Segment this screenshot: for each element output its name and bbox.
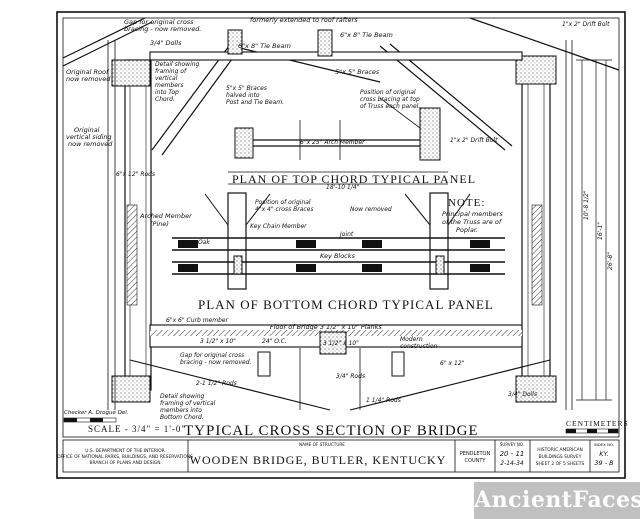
agency-line-3: BRANCH OF PLANS AND DESIGN (90, 460, 161, 466)
label-braces-halved-2: halved into (226, 92, 260, 99)
dimension-side-b: 16'-1" (597, 222, 604, 240)
label-tie-beam-right: 6"x 8" Tie Beam (340, 31, 393, 39)
label-joist-left: 3 1/2" x 10" (200, 338, 236, 345)
label-siding-removed-3: now removed (68, 140, 113, 148)
label-arched-member-2: (Pine) (150, 220, 169, 228)
note-line-1: Principal members (442, 210, 503, 218)
label-gap-bottom-2: bracing - now removed. (180, 359, 252, 366)
bottom-chord-plan (172, 192, 505, 290)
survey-caption: SURVEY NO. (500, 442, 524, 447)
dimension-side-c: 26'-8" (607, 252, 614, 270)
label-siding-removed-2: vertical siding (66, 133, 112, 141)
label-spacing: 24" O.C. (262, 338, 287, 345)
plan-bottom-title: PLAN OF BOTTOM CHORD TYPICAL PANEL (198, 297, 494, 312)
structure-caption: NAME OF STRUCTURE (299, 442, 345, 447)
dimension-side-a: 10'-8 1/2" (583, 190, 590, 220)
survey-number: 20 - 11 (500, 450, 525, 458)
title-block (62, 439, 620, 473)
label-joint: Joint (339, 231, 354, 238)
plan-top-title: PLAN OF TOP CHORD TYPICAL PANEL (232, 172, 476, 186)
label-formerly: formerly extended to roof rafters (250, 16, 358, 24)
label-now-removed: Now removed (350, 206, 392, 213)
bridge-deck (129, 324, 551, 411)
label-detail-bottom-4: Bottom Chord. (160, 414, 204, 421)
label-floor: Floor of Bridge 3 1/2" x 10" Planks (270, 323, 382, 331)
label-detail-top-3: vertical (155, 75, 178, 82)
label-oak-left: Oak (198, 239, 210, 246)
label-gap-top-1: Gap for original cross (124, 18, 194, 26)
left-truss-post (107, 40, 152, 410)
label-gap-top-2: bracing - now removed. (124, 25, 201, 33)
drawing-border (56, 11, 626, 479)
label-detail-top-6: Chord. (155, 96, 175, 103)
label-drift-bolt-top: 1"x 2" Drift Bolt (450, 137, 498, 144)
label-modern-2: construction (400, 343, 438, 350)
scale-label: SCALE - 3/4" = 1'-0" (88, 424, 186, 434)
label-detail-top-1: Detail showing (155, 61, 200, 68)
tie-beam (149, 29, 523, 61)
label-dolls-top: 3/4" Dolls (150, 39, 182, 47)
structure-name: WOODEN BRIDGE, BUTLER, KENTUCKY (190, 453, 447, 467)
label-arched-member-1: Arched Member (139, 212, 193, 220)
habs-line-2: BUILDINGS SURVEY (539, 454, 582, 460)
centimeters-label: CENTIMETERS (566, 419, 629, 428)
label-rods-center: 3/4" Rods (336, 373, 365, 380)
dimension-span-top: 18'-10 1/4" (326, 184, 360, 191)
index-line-1: KY. (599, 450, 608, 458)
county-line-1: PENDLETON (460, 451, 491, 457)
habs-line-1: HISTORIC AMERICAN (537, 447, 583, 453)
label-modern-1: Modern (400, 336, 423, 343)
note-heading: NOTE: (448, 197, 485, 209)
label-curb: 6"x 6" Curb member (166, 317, 229, 324)
label-cross-bracing-1: Position of original (360, 89, 416, 96)
label-detail-top-4: members (155, 82, 183, 89)
top-chord-plan (228, 97, 448, 173)
index-line-2: 39 - B (594, 459, 614, 467)
dimension-lines (228, 59, 612, 401)
label-detail-top-5: into Top (155, 89, 179, 96)
label-roof-removed-2: now removed (66, 75, 111, 83)
right-truss-post (515, 40, 573, 410)
label-oak-right: Oak (478, 265, 490, 272)
centimeter-scale (565, 428, 619, 434)
label-key-chain: Key Chain Member (250, 223, 307, 230)
survey-date: 2-14-34 (500, 460, 524, 467)
label-braces-halved-3: Post and Tie Beam. (226, 99, 284, 106)
habs-line-3: SHEET 2 OF 5 SHEETS (536, 461, 585, 467)
label-dolls-bottom: 3/4" Dolls (508, 391, 537, 398)
note-line-3: Poplar. (456, 226, 478, 234)
label-cross-bracing-3: of Truss each panel. (360, 103, 420, 110)
label-rods-left: 2-1 1/2" Rods (196, 380, 237, 387)
ancientfaces-watermark: AncientFaces (474, 482, 640, 519)
agency-line-1: U.S. DEPARTMENT OF THE INTERIOR (85, 448, 164, 454)
note-line-2: of the Truss are of (442, 218, 503, 226)
label-detail-bottom-1: Detail showing (160, 393, 205, 400)
label-arch-member-top: 6"x 25" Arch Member (300, 139, 365, 146)
label-joist-right: 6" x 12" (440, 360, 465, 367)
scale-bar (63, 417, 117, 423)
label-tie-beam-left: 6"x 8" Tie Beam (238, 42, 291, 50)
agency-line-2: OFFICE OF NATIONAL PARKS, BUILDINGS, AND… (57, 454, 193, 460)
county-line-2: COUNTY (465, 458, 487, 464)
label-detail-bottom-2: framing of vertical (160, 400, 216, 407)
label-cross-bracing-2: cross bracing at top (360, 96, 420, 103)
label-rods-bottom: 1 1/4" Rods (366, 397, 401, 404)
label-cross-braces-1: Position of original (255, 199, 311, 206)
checker-credit: Checker A. Drogue Del. (64, 410, 129, 416)
label-stringer: 3 1/2" x 10" (323, 340, 359, 347)
label-braces-halved-1: 5"x 5" Braces (226, 85, 267, 92)
label-detail-bottom-3: members into (160, 407, 202, 414)
index-caption: INDEX NO. (594, 442, 614, 447)
label-drift-bolt-corner: 1"x 2" Drift Bolt (562, 21, 610, 28)
label-key-blocks: Key Blocks (320, 252, 356, 260)
label-rods: 6"x 12" Rods (116, 171, 155, 178)
label-roof-removed-1: Original Roof (66, 68, 110, 76)
label-detail-top-2: framing of (155, 68, 187, 75)
main-title: TYPICAL CROSS SECTION OF BRIDGE (184, 423, 479, 439)
label-gap-bottom-1: Gap for original cross (180, 352, 244, 359)
label-cross-braces-2: 4"x 4" cross Braces (255, 206, 314, 213)
label-braces: 5"x 5" Braces (335, 68, 380, 76)
label-siding-removed-1: Original (74, 126, 100, 134)
